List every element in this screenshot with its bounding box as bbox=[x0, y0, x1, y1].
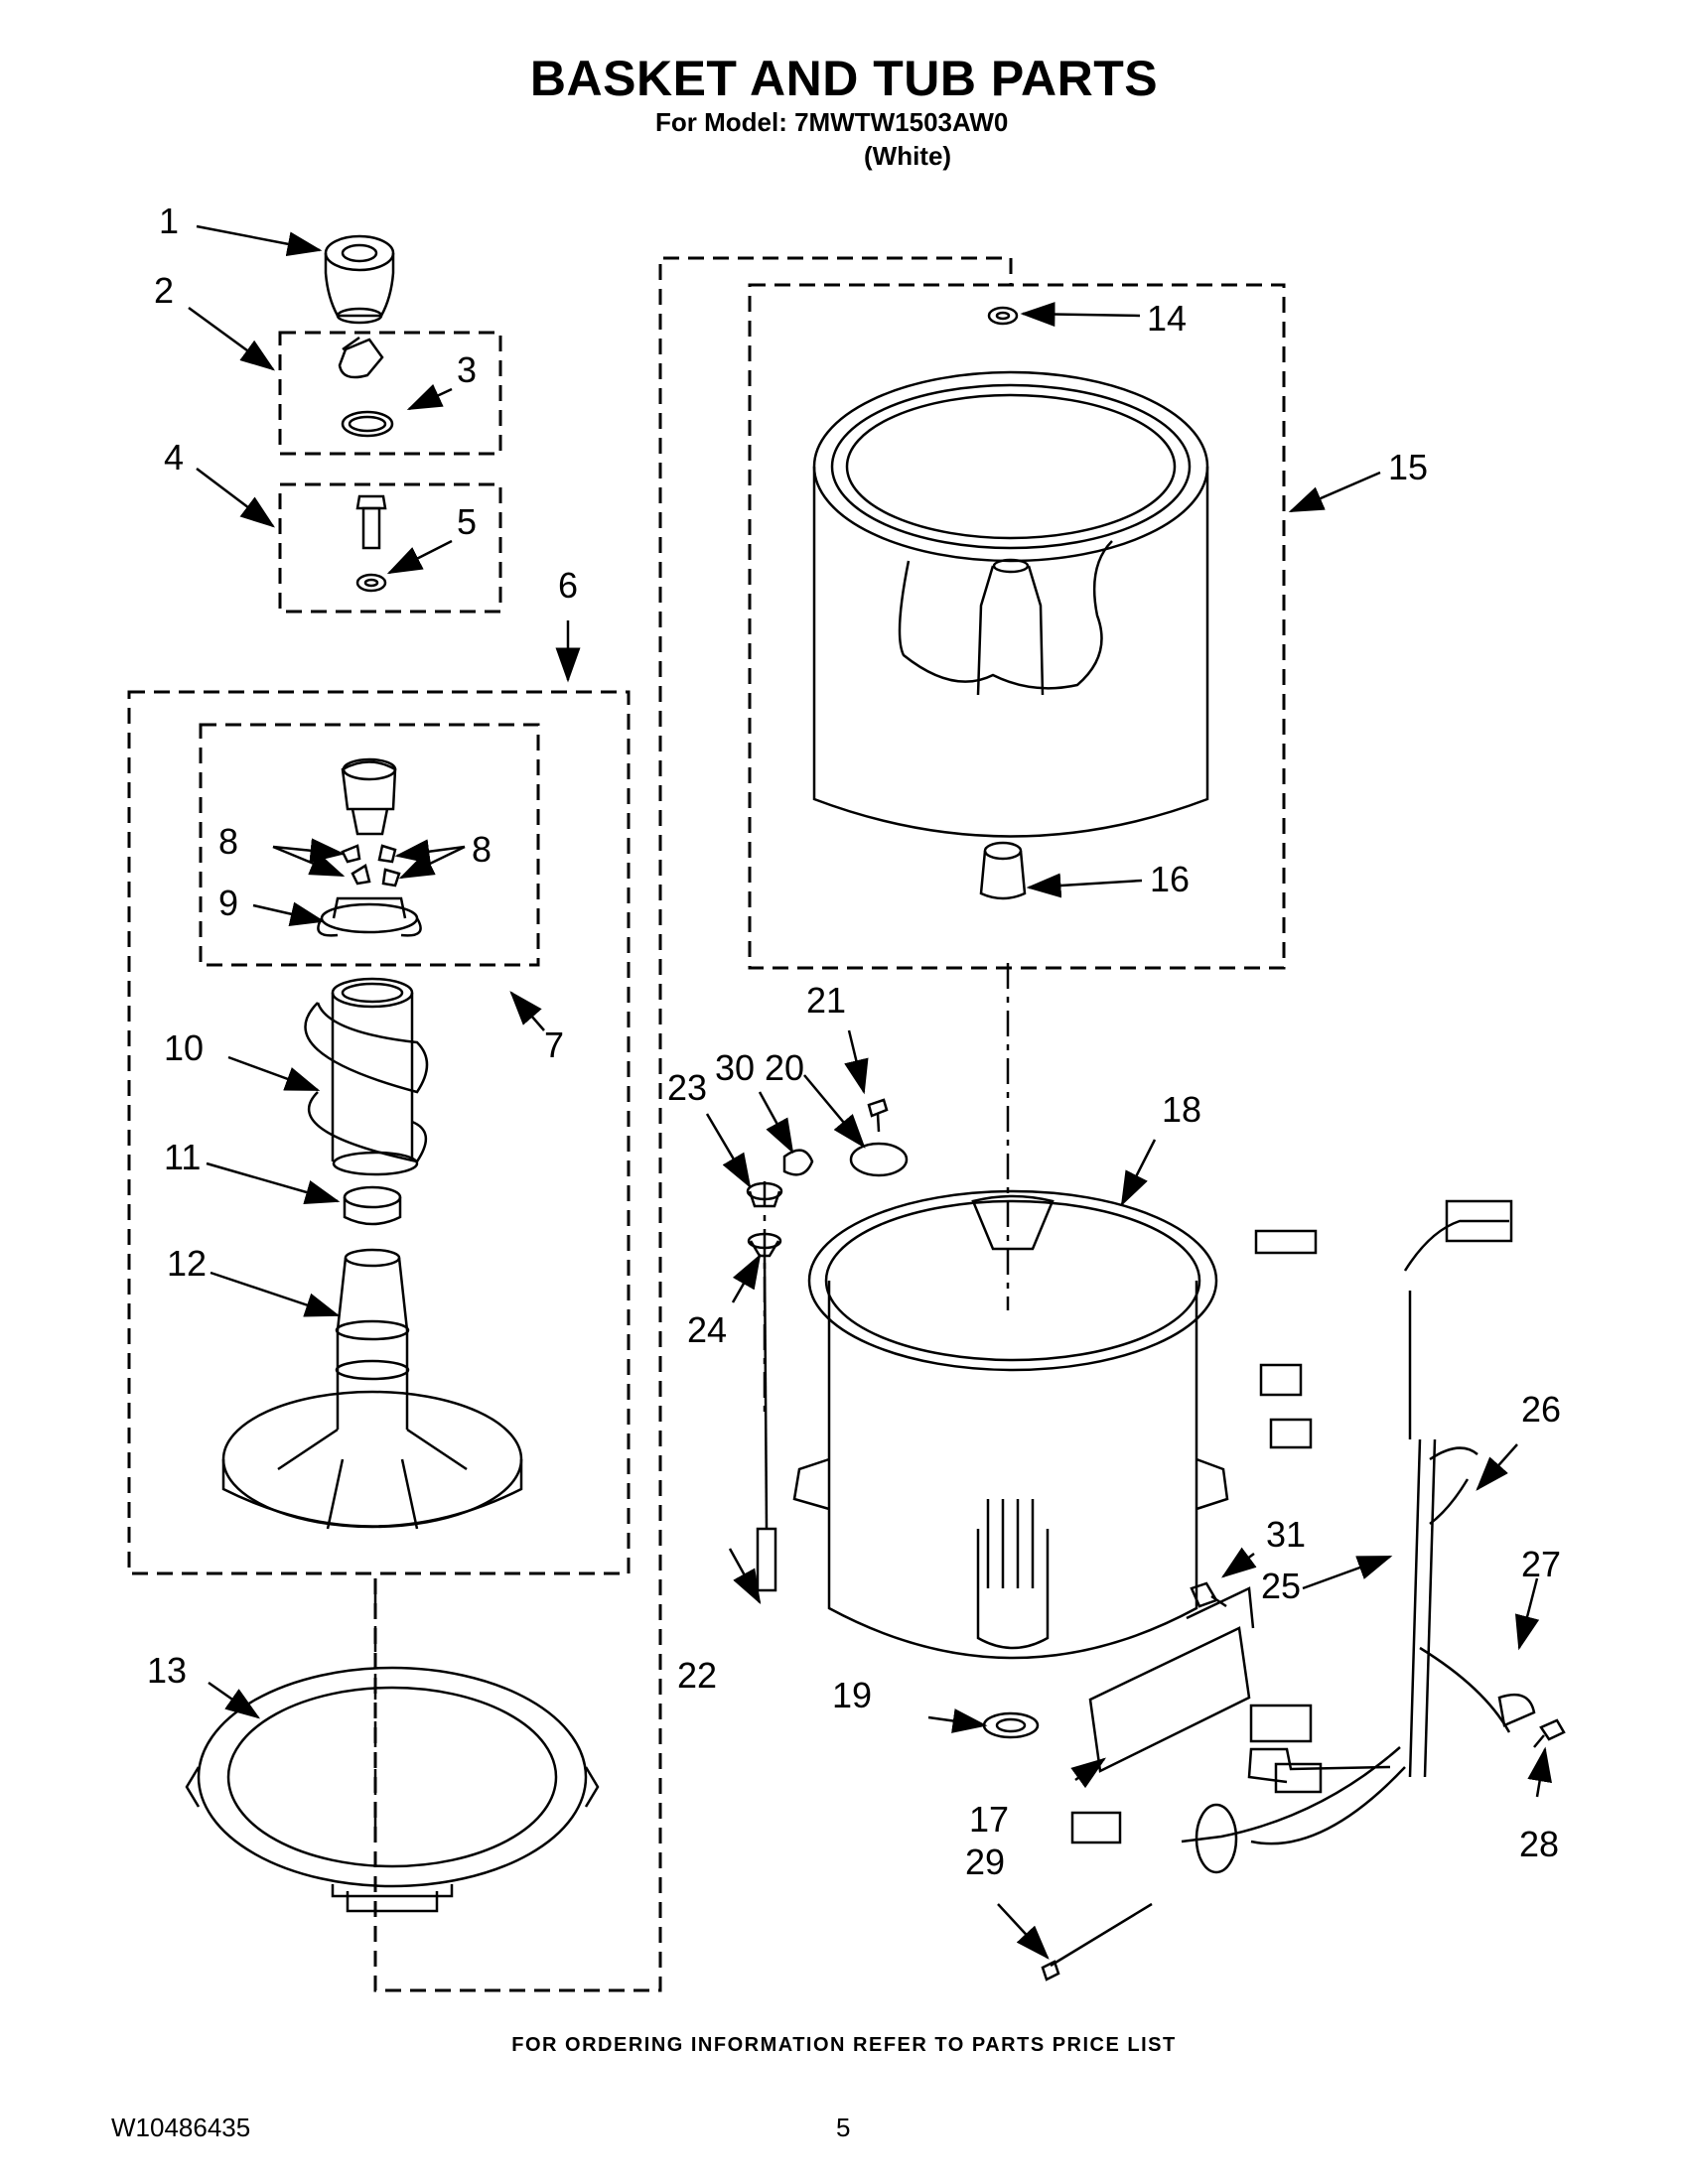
part-5-bolt bbox=[355, 494, 387, 593]
callout-20: 20 bbox=[765, 1047, 804, 1088]
group-box-7 bbox=[199, 723, 540, 967]
callout-26: 26 bbox=[1521, 1389, 1561, 1430]
group-box-6 bbox=[127, 690, 631, 1575]
part-14-nut bbox=[987, 306, 1019, 326]
callout-31: 31 bbox=[1266, 1514, 1306, 1555]
part-28-screw bbox=[1533, 1718, 1566, 1748]
callout-4: 4 bbox=[164, 437, 184, 478]
callout-1: 1 bbox=[159, 201, 179, 241]
part-19-seal bbox=[982, 1711, 1040, 1739]
callout-25: 25 bbox=[1261, 1566, 1301, 1606]
callout-8-left: 8 bbox=[218, 821, 238, 862]
callout-30: 30 bbox=[715, 1047, 755, 1088]
part-1-cap bbox=[324, 234, 395, 325]
callout-15: 15 bbox=[1388, 447, 1428, 487]
callout-24: 24 bbox=[687, 1309, 727, 1350]
part-29-tie-strap bbox=[1041, 1902, 1153, 1981]
callout-8-right: 8 bbox=[472, 829, 492, 870]
part-7-cam-assembly bbox=[317, 757, 422, 937]
part-12-agitator-base bbox=[221, 1248, 523, 1530]
callout-27: 27 bbox=[1521, 1544, 1561, 1584]
part-20-plate bbox=[849, 1142, 909, 1177]
callout-21: 21 bbox=[806, 980, 846, 1021]
callout-10: 10 bbox=[164, 1027, 204, 1068]
part-16-hub bbox=[979, 841, 1027, 900]
page-number: 5 bbox=[836, 2113, 851, 2142]
callout-28: 28 bbox=[1519, 1824, 1559, 1864]
callout-19: 19 bbox=[832, 1675, 872, 1715]
callout-23: 23 bbox=[667, 1067, 707, 1108]
part-26-tube bbox=[1429, 1478, 1470, 1525]
part-31-screw bbox=[1190, 1581, 1227, 1608]
part-25-harness bbox=[1070, 1199, 1513, 1874]
part-13-tub-ring bbox=[185, 1666, 600, 1913]
part-22-hose bbox=[756, 1255, 777, 1592]
group-box-2 bbox=[278, 331, 502, 456]
callout-17: 17 bbox=[969, 1799, 1009, 1840]
callout-2: 2 bbox=[154, 270, 174, 311]
page-title: BASKET AND TUB PARTS bbox=[529, 51, 1159, 106]
callout-22: 22 bbox=[677, 1655, 717, 1696]
callout-12: 12 bbox=[167, 1243, 207, 1284]
part-30-spring bbox=[782, 1149, 814, 1176]
callout-3: 3 bbox=[457, 349, 477, 390]
callout-6: 6 bbox=[558, 565, 578, 606]
group-box-15 bbox=[748, 283, 1286, 970]
model-color: (White) bbox=[864, 141, 952, 171]
connector-path bbox=[373, 256, 1013, 1992]
ordering-note: FOR ORDERING INFORMATION REFER TO PARTS … bbox=[511, 2034, 1177, 2056]
part-18-outer-tub bbox=[792, 1189, 1229, 1660]
group-box-4 bbox=[278, 482, 502, 614]
part-11-bearing bbox=[343, 1185, 402, 1226]
part-15-basket bbox=[812, 370, 1209, 838]
callout-9: 9 bbox=[218, 883, 238, 923]
part-10-auger bbox=[304, 977, 429, 1176]
part-23-valve bbox=[746, 1181, 783, 1208]
callout-29: 29 bbox=[965, 1842, 1005, 1882]
document-number: W10486435 bbox=[111, 2113, 251, 2142]
callout-11: 11 bbox=[164, 1137, 201, 1177]
callout-16: 16 bbox=[1150, 859, 1190, 899]
callout-7: 7 bbox=[544, 1024, 564, 1065]
part-27-clamp bbox=[1497, 1693, 1536, 1727]
part-17-bracket bbox=[1088, 1586, 1255, 1773]
callout-13: 13 bbox=[147, 1650, 187, 1691]
callout-18: 18 bbox=[1162, 1089, 1201, 1130]
callout-14: 14 bbox=[1147, 298, 1187, 339]
callout-5: 5 bbox=[457, 501, 477, 542]
model-number: For Model: 7MWTW1503AW0 bbox=[655, 107, 1009, 137]
part-3-seal bbox=[338, 336, 394, 438]
part-21-screw bbox=[867, 1098, 889, 1133]
